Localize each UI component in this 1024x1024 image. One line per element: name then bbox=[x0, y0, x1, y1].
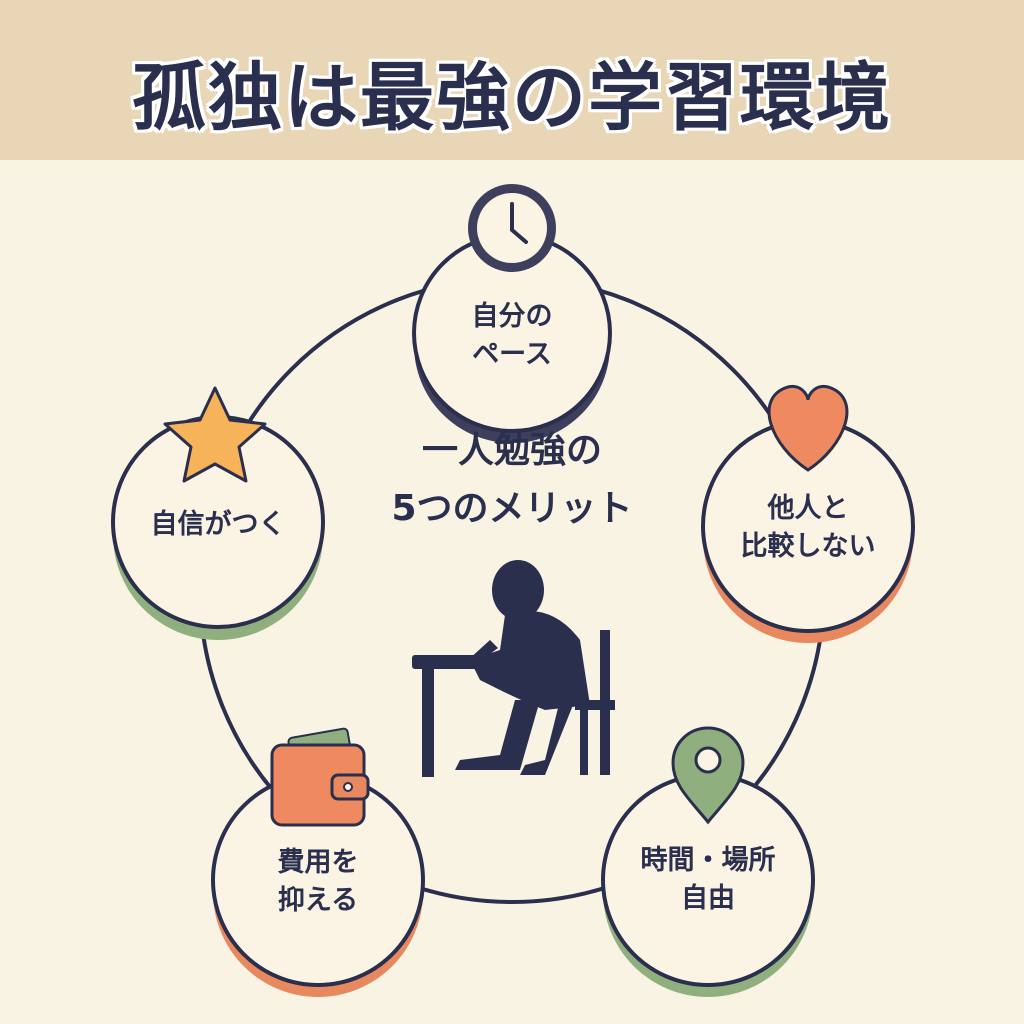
benefit-label-own-pace: 自分の ペース bbox=[472, 298, 553, 374]
benefit-disc-no-comparison bbox=[701, 385, 915, 643]
center-heading-line1: 一人勉強の bbox=[421, 430, 602, 471]
label-line: 比較しない bbox=[740, 531, 876, 562]
label-line: 抑える bbox=[277, 885, 359, 916]
label-line: ペース bbox=[472, 339, 552, 370]
center-heading-line2: 5つのメリット bbox=[391, 488, 633, 529]
benefit-disc-save-cost bbox=[211, 727, 425, 997]
star-icon bbox=[163, 386, 267, 483]
benefit-label-time-place-freedom: 時間・場所 自由 bbox=[641, 842, 776, 918]
label-line: 自信がつく bbox=[150, 509, 286, 540]
label-line: 自由 bbox=[681, 883, 735, 914]
clock-icon bbox=[468, 184, 556, 272]
header-banner bbox=[0, 0, 1024, 160]
page-title: 孤独は最強の学習環境 bbox=[132, 55, 892, 141]
studying-person-silhouette bbox=[412, 560, 615, 777]
benefit-label-no-comparison: 他人と 比較しない bbox=[741, 490, 876, 566]
benefit-label-save-cost: 費用を 抑える bbox=[278, 844, 359, 920]
map-pin-icon bbox=[671, 726, 745, 825]
wallet-icon bbox=[270, 727, 370, 827]
label-line: 自分の bbox=[471, 301, 553, 332]
heart-icon bbox=[767, 385, 849, 472]
benefit-disc-time-place-freedom bbox=[601, 726, 815, 997]
benefit-disc-own-pace bbox=[412, 184, 612, 443]
label-line: 時間・場所 bbox=[640, 845, 776, 876]
center-heading: 一人勉強の 5つのメリット bbox=[391, 422, 632, 538]
label-line: 他人と bbox=[767, 493, 849, 524]
label-line: 費用を bbox=[277, 847, 359, 878]
benefit-disc-confidence bbox=[111, 386, 325, 640]
benefit-label-confidence: 自信がつく bbox=[151, 506, 286, 544]
